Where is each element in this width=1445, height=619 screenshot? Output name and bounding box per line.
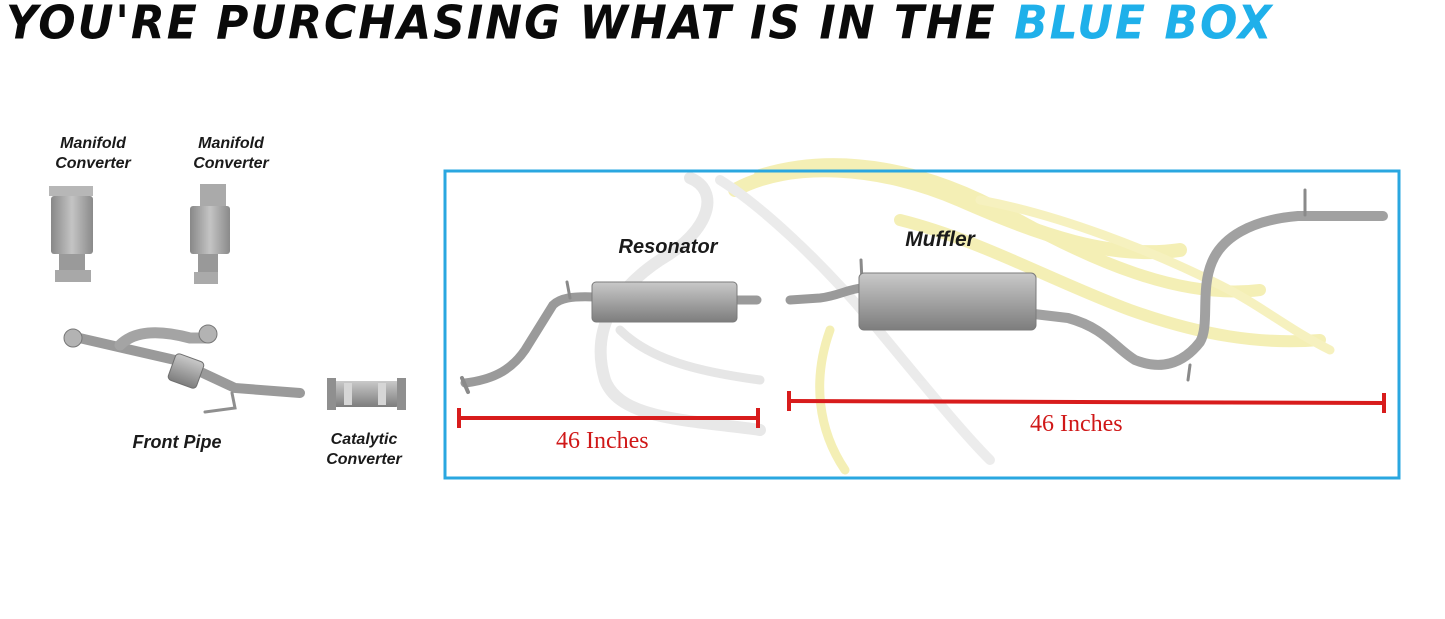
muffler-label: Muffler [905, 228, 975, 251]
muffler-assembly-image [785, 188, 1388, 382]
manifold-converter-1-image [49, 186, 93, 282]
resonator-label: Resonator [618, 236, 718, 258]
resonator-assembly-image [460, 280, 762, 394]
manifold-converter-1-line2: Converter [55, 155, 131, 172]
measure-line-left [457, 408, 760, 428]
measurement-left-label: 46 Inches [556, 428, 649, 454]
catalytic-converter-label: Catalytic Converter [312, 430, 416, 470]
measurement-right-label: 46 Inches [1030, 411, 1123, 437]
manifold-converter-2-line1: Manifold [198, 135, 264, 152]
catalytic-converter-image [327, 378, 406, 410]
front-pipe-image [63, 324, 305, 414]
manifold-converter-2-label: Manifold Converter [178, 134, 284, 174]
front-pipe-label: Front Pipe [132, 432, 222, 452]
manifold-converter-2-line2: Converter [193, 155, 269, 172]
manifold-converter-2-image [190, 184, 230, 284]
headline: YOU'RE PURCHASING WHAT IS IN THE BLUE BO… [6, 0, 1445, 58]
catalytic-converter-line2: Converter [326, 451, 402, 468]
headline-highlight: BLUE BOX [1014, 0, 1274, 51]
manifold-converter-1-label: Manifold Converter [40, 134, 146, 174]
catalytic-converter-line1: Catalytic [330, 431, 398, 448]
manifold-converter-1-line1: Manifold [60, 135, 126, 152]
headline-text: YOU'RE PURCHASING WHAT IS IN THE [6, 0, 1015, 51]
measure-line-right [787, 391, 1386, 413]
blue-box [443, 169, 1401, 480]
